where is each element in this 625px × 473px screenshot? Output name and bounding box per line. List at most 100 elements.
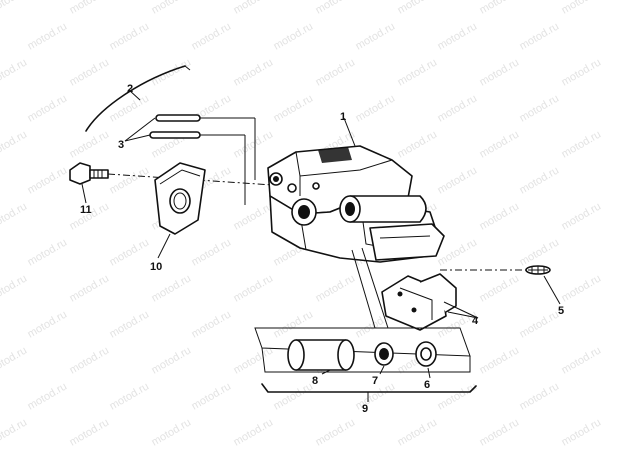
watermark-text: motod.ru — [560, 0, 604, 17]
watermark-text: motod.ru — [0, 416, 29, 448]
lower-parts-group — [254, 327, 471, 373]
callout-7: 7 — [372, 375, 378, 387]
watermark-text: motod.ru — [478, 128, 522, 160]
part-6-washer — [415, 341, 437, 367]
watermark-text: motod.ru — [232, 200, 276, 232]
watermark-text: motod.ru — [68, 128, 112, 160]
watermark-text: motod.ru — [560, 128, 604, 160]
watermark-text: motod.ru — [560, 416, 604, 448]
watermark-text: motod.ru — [396, 128, 440, 160]
part-3-pins — [149, 114, 256, 205]
watermark-text: motod.ru — [26, 20, 70, 52]
part-11-bolt — [69, 162, 109, 185]
watermark-text: motod.ru — [108, 20, 152, 52]
watermark-text: motod.ru — [518, 380, 562, 412]
watermark-text: motod.ru — [314, 416, 358, 448]
watermark-text: motod.ru — [396, 416, 440, 448]
watermark-text: motod.ru — [150, 344, 194, 376]
watermark-text: motod.ru — [518, 308, 562, 340]
watermark-text: motod.ru — [560, 56, 604, 88]
watermark-text: motod.ru — [436, 380, 480, 412]
callout-6: 6 — [424, 379, 430, 391]
watermark-text: motod.ru — [478, 200, 522, 232]
watermark-text: motod.ru — [0, 272, 29, 304]
watermark-text: motod.ru — [68, 344, 112, 376]
ref-line-2 — [361, 247, 389, 329]
watermark-text: motod.ru — [518, 92, 562, 124]
watermark-text: motod.ru — [68, 56, 112, 88]
watermark-text: motod.ru — [26, 164, 70, 196]
watermark-text: motod.ru — [272, 92, 316, 124]
watermark-text: motod.ru — [190, 308, 234, 340]
watermark-text: motod.ru — [518, 20, 562, 52]
part-8-piston — [287, 339, 355, 371]
part-4-brake-pads — [381, 273, 457, 331]
ref-line-1 — [351, 249, 376, 329]
watermark-text: motod.ru — [0, 200, 29, 232]
watermark-text: motod.ru — [26, 236, 70, 268]
watermark-text: motod.ru — [0, 344, 29, 376]
watermark-text: motod.ru — [478, 0, 522, 17]
callout-5: 5 — [558, 305, 564, 317]
part-9-bracket — [261, 383, 477, 393]
watermark-text: motod.ru — [68, 416, 112, 448]
watermark-text: motod.ru — [518, 236, 562, 268]
watermark-text: motod.ru — [272, 308, 316, 340]
callout-1: 1 — [340, 111, 346, 123]
watermark-text: motod.ru — [560, 272, 604, 304]
watermark-text: motod.ru — [272, 380, 316, 412]
watermark-text: motod.ru — [68, 272, 112, 304]
watermark-text: motod.ru — [190, 20, 234, 52]
watermark-text: motod.ru — [396, 56, 440, 88]
callout-4: 4 — [472, 315, 479, 327]
part-1-caliper-body — [267, 145, 445, 263]
callout-11: 11 — [80, 204, 92, 216]
watermark-text: motod.ru — [478, 56, 522, 88]
watermark-text: motod.ru — [396, 0, 440, 17]
watermark-text: motod.ru — [150, 0, 194, 17]
callout-10: 10 — [150, 261, 162, 273]
watermark-text: motod.ru — [26, 380, 70, 412]
watermark-text: motod.ru — [150, 416, 194, 448]
leader-lines — [81, 89, 561, 402]
callout-9: 9 — [362, 403, 368, 415]
watermark-text: motod.ru — [0, 128, 29, 160]
watermark-text: motod.ru — [26, 92, 70, 124]
watermark-text: motod.ru — [518, 164, 562, 196]
watermark-text: motod.ru — [478, 344, 522, 376]
watermark-text: motod.ru — [150, 56, 194, 88]
callout-2: 2 — [127, 83, 133, 95]
watermark-text: motod.ru — [26, 308, 70, 340]
part-10-mount-plate — [154, 162, 206, 235]
part-7-seal — [374, 342, 394, 366]
watermark-text: motod.ru — [436, 164, 480, 196]
watermark-text: motod.ru — [108, 92, 152, 124]
watermark-text: motod.ru — [560, 200, 604, 232]
watermark-text: motod.ru — [0, 56, 29, 88]
watermark-text: motod.ru — [478, 272, 522, 304]
watermark-text: motod.ru — [108, 380, 152, 412]
callout-8: 8 — [312, 375, 318, 387]
part-5-clip — [525, 265, 551, 275]
watermark-text: motod.ru — [272, 20, 316, 52]
watermark-text: motod.ru — [232, 56, 276, 88]
watermark-text: motod.ru — [314, 56, 358, 88]
watermark-text: motod.ru — [150, 272, 194, 304]
watermark-text: motod.ru — [68, 0, 112, 17]
watermark-text: motod.ru — [560, 344, 604, 376]
watermark-text: motod.ru — [232, 416, 276, 448]
watermark-text: motod.ru — [478, 416, 522, 448]
watermark-text: motod.ru — [190, 236, 234, 268]
watermark-text: motod.ru — [190, 380, 234, 412]
watermark-text: motod.ru — [108, 164, 152, 196]
watermark-text: motod.ru — [0, 0, 29, 17]
callout-3: 3 — [118, 139, 124, 151]
watermark-text: motod.ru — [314, 0, 358, 17]
watermark-text: motod.ru — [436, 92, 480, 124]
part-2-wire-clip — [85, 65, 191, 132]
watermark-text: motod.ru — [354, 92, 398, 124]
watermark-text: motod.ru — [108, 236, 152, 268]
watermark-text: motod.ru — [436, 20, 480, 52]
watermark-text: motod.ru — [354, 20, 398, 52]
watermark-text: motod.ru — [232, 272, 276, 304]
